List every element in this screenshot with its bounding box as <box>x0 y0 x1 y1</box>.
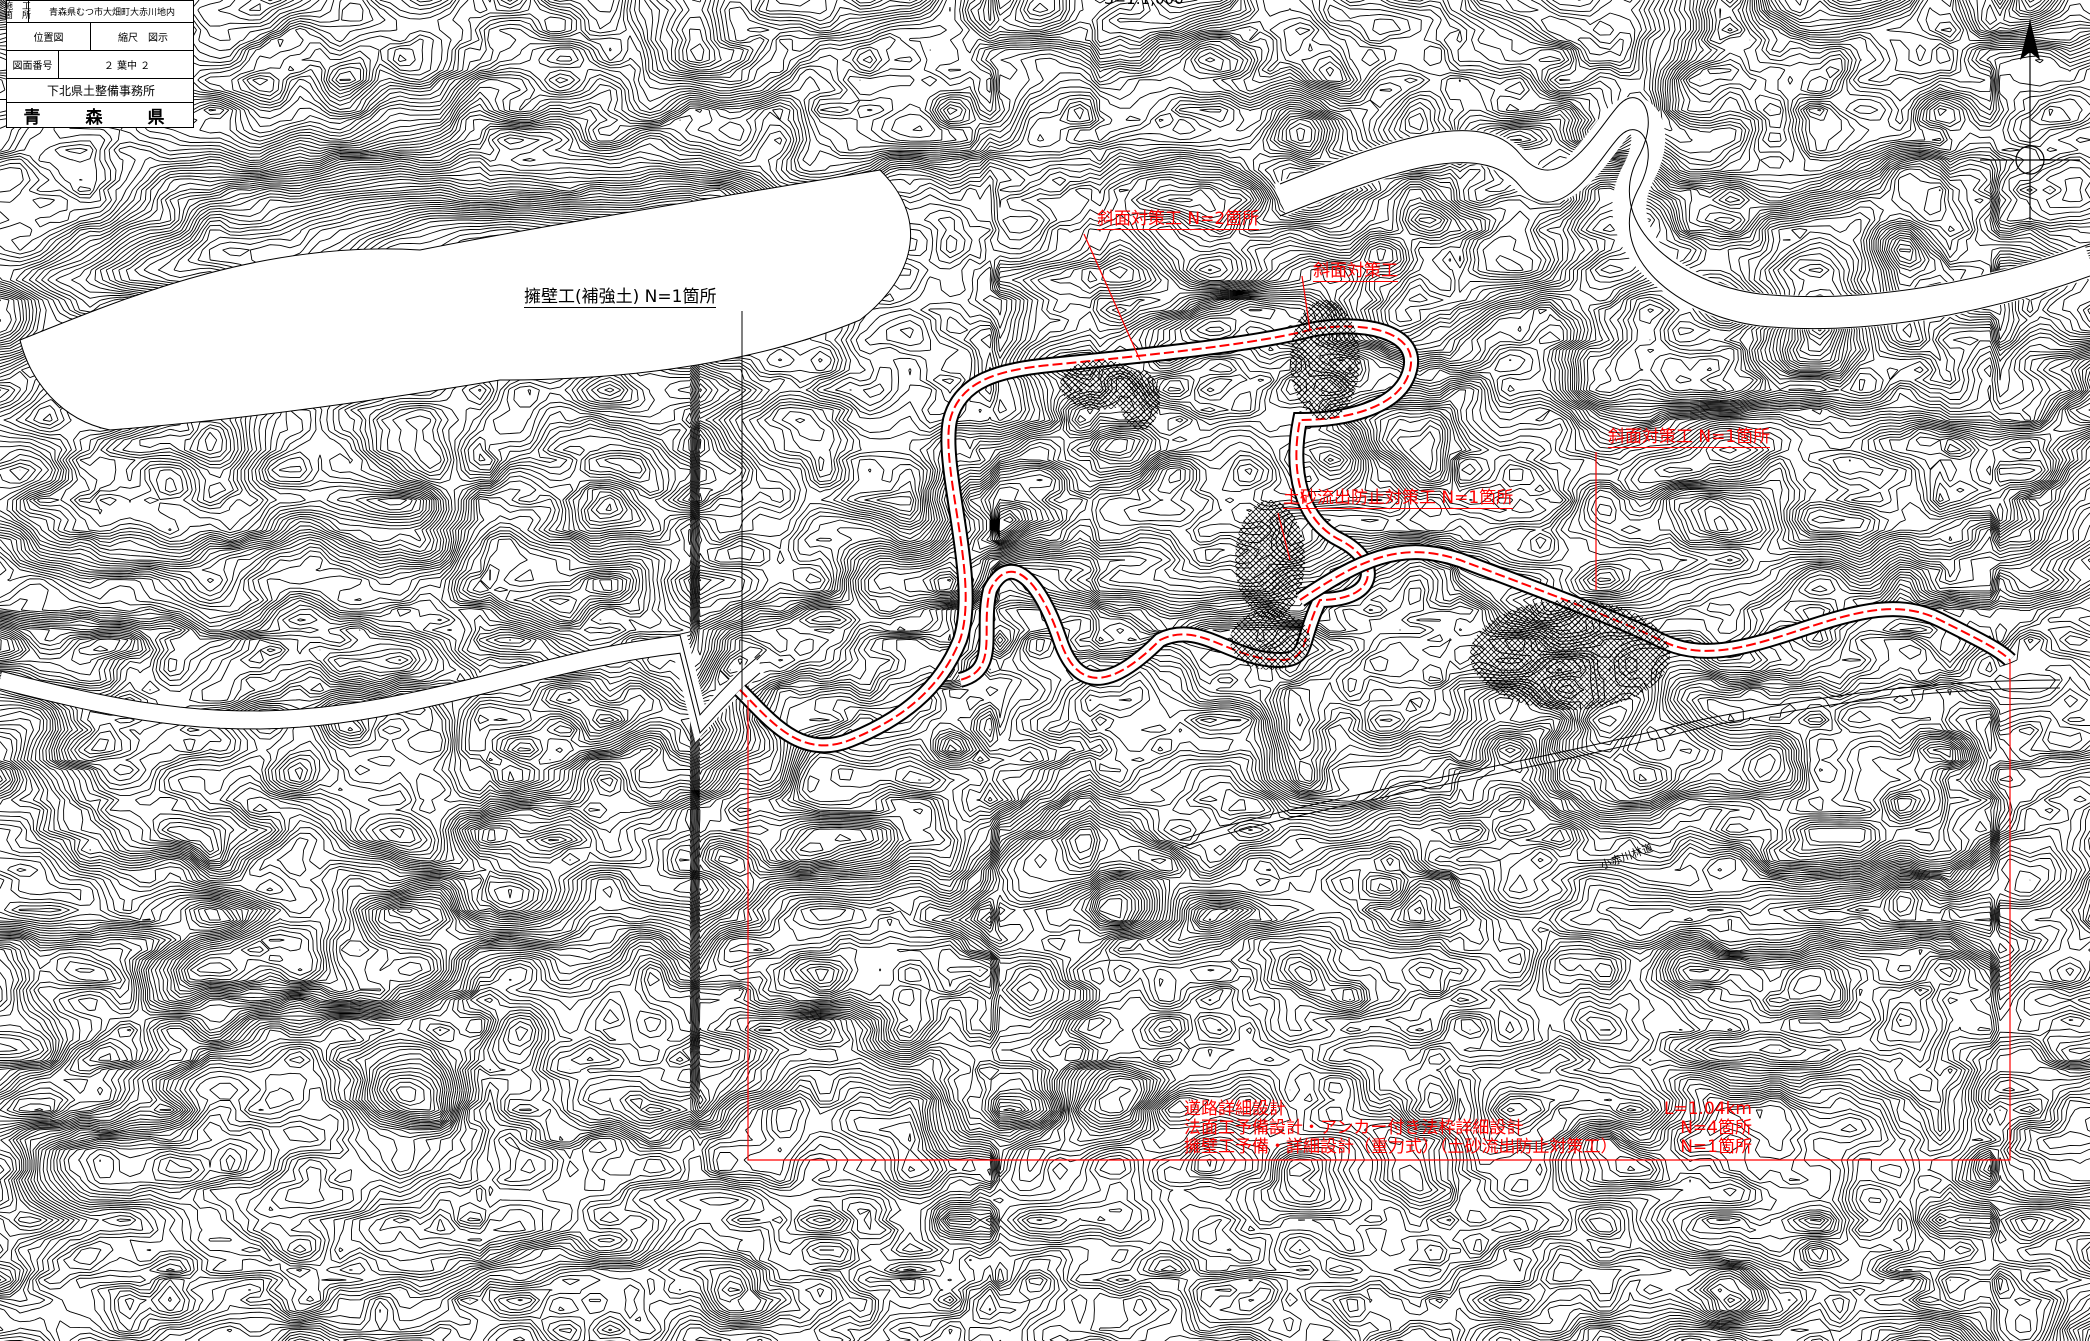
hatch-area <box>1120 370 1160 430</box>
upper-river-edge <box>1279 97 2090 298</box>
prefecture-name: 青 森 県 <box>23 107 179 128</box>
leader-line <box>1277 512 1291 561</box>
drawing-number-label: 図面番号 <box>7 51 59 78</box>
summary-item: 法面工予備設計・アンカー付き法枠詳細設計 <box>1184 1118 1524 1138</box>
upper-river-edge <box>1279 129 2090 330</box>
north-arrow-icon <box>1980 20 2080 220</box>
summary-qty: N=4箇所 <box>1680 1118 1752 1138</box>
hatch-area <box>1470 600 1670 710</box>
river-fill <box>0 634 766 743</box>
hatch-area <box>1235 500 1305 620</box>
scale-label: 縮尺 図示 <box>118 33 168 44</box>
hatched-works-areas <box>1060 300 1670 710</box>
hatch-area <box>1290 300 1360 420</box>
site-label-top: 施 工 <box>4 1 32 12</box>
title-block: 施 工 箇 所 青森県むつ市大畑町大赤川地内 位置図 縮尺 図示 図面番号 ２ … <box>4 0 194 128</box>
title-row-prefecture: 青 森 県 <box>7 103 193 128</box>
summary-item: 擁壁工予備・詳細設計（重力式）（土砂流出防止対策工） <box>1184 1137 1618 1157</box>
annotation-slope-works: 斜面対策工 <box>1313 261 1398 282</box>
annotation-slope-works-n2: 斜面対策工 N=2箇所 <box>1097 209 1260 230</box>
upper-river-fill <box>1273 96 2090 330</box>
site-value: 青森県むつ市大畑町大赤川地内 <box>48 8 175 18</box>
drawing-number-value: ２ 葉中 ２ <box>103 61 151 72</box>
forest-road-edge <box>1179 687 2061 849</box>
title-row-office: 下北県土整備事務所 <box>7 79 193 103</box>
design-area-frame <box>747 660 2011 1161</box>
annotation-leaders <box>741 233 2011 1161</box>
leader-line <box>1083 233 1141 361</box>
title-row-number: 図面番号 ２ 葉中 ２ <box>7 51 193 79</box>
annotation-retaining-wall: 擁壁工(補強土) N=1箇所 <box>524 287 717 308</box>
forest-road-edge <box>1179 679 2061 841</box>
road-centerline <box>739 325 1413 747</box>
summary-item: 道路詳細設計 <box>1184 1099 1286 1119</box>
river-edge <box>0 634 761 716</box>
summary-qty: N=1箇所 <box>1680 1137 1752 1157</box>
drawing-type: 位置図 <box>7 23 91 50</box>
annotation-sediment-works: 土砂流出防止対策工 N=1箇所 <box>1283 488 1514 509</box>
site-label: 施 工 箇 所 <box>4 1 32 22</box>
plain-area <box>19 169 911 431</box>
road-centerline <box>1299 551 2011 661</box>
river-channel <box>0 96 2090 743</box>
planned-road <box>734 318 2061 849</box>
title-row-drawing: 位置図 縮尺 図示 <box>7 23 193 51</box>
river-edge <box>0 652 761 734</box>
leader-line <box>1301 275 1311 331</box>
summary-row: 法面工予備設計・アンカー付き法枠詳細設計 N=4箇所 <box>1184 1119 1752 1138</box>
summary-row: 道路詳細設計 L=1.04km <box>1184 1100 1752 1119</box>
title-row-site: 施 工 箇 所 青森県むつ市大畑町大赤川地内 <box>4 1 193 23</box>
design-summary: 道路詳細設計 L=1.04km 法面工予備設計・アンカー付き法枠詳細設計 N=4… <box>1184 1100 1752 1157</box>
hatch-area <box>1230 610 1310 670</box>
site-label-bottom: 箇 所 <box>4 10 32 21</box>
annotation-slope-works-n1: 斜面対策工 N=1箇所 <box>1608 427 1771 448</box>
summary-qty: L=1.04km <box>1664 1099 1752 1119</box>
summary-row: 擁壁工予備・詳細設計（重力式）（土砂流出防止対策工） N=1箇所 <box>1184 1138 1752 1157</box>
scale-note: S=1:1,000 <box>1104 0 1184 8</box>
office-name: 下北県土整備事務所 <box>46 84 155 98</box>
